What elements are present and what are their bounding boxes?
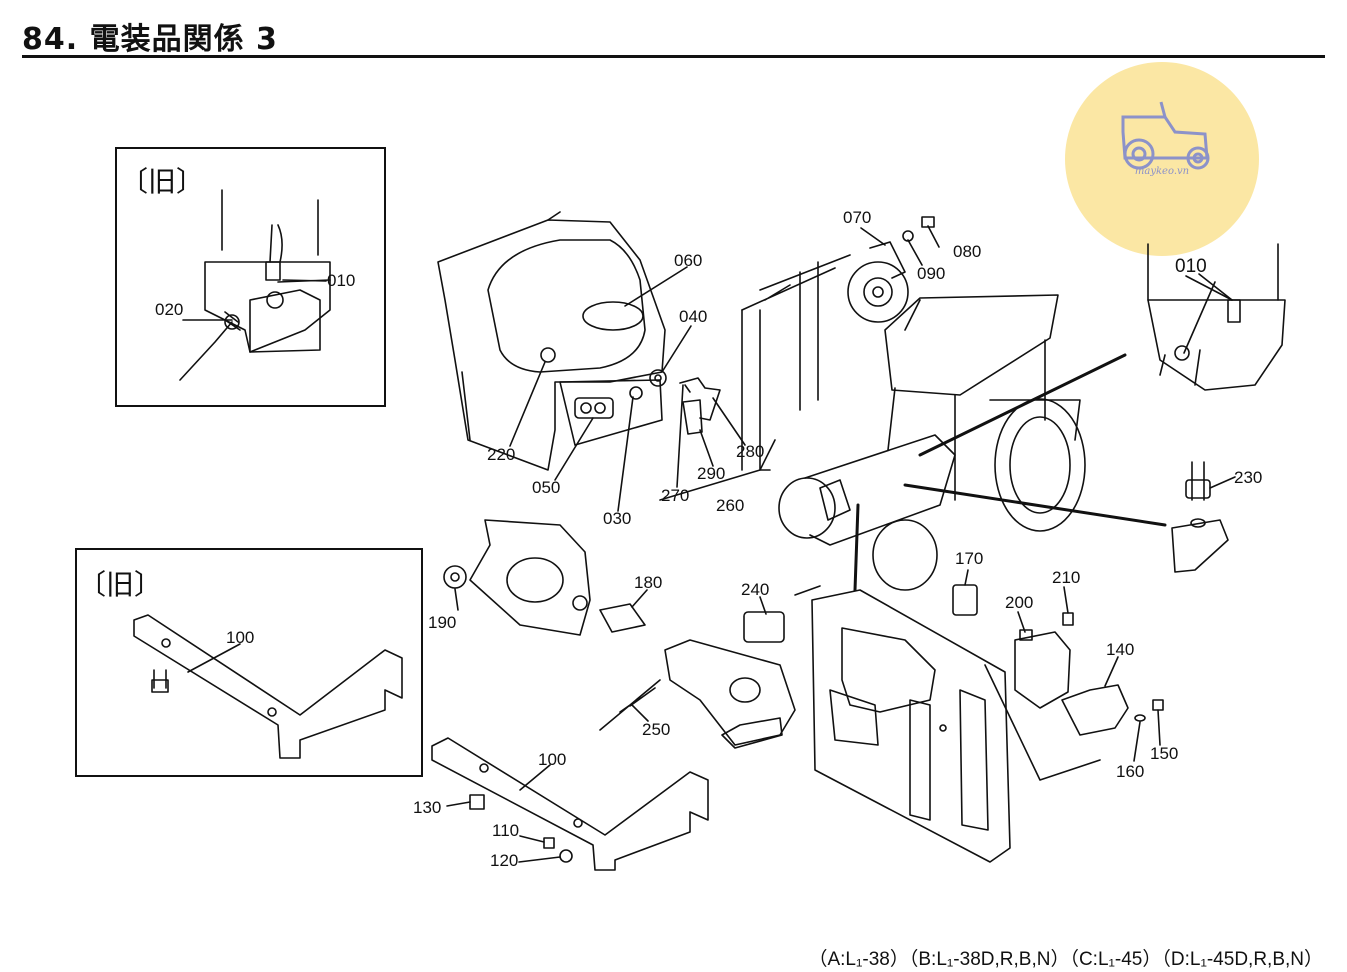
old-part-inset-bottom [75,548,423,777]
callout-inset-020: 020 [155,300,184,319]
inset-bracket-100 [133,614,403,759]
relays-and-flasher [952,584,1164,781]
inset-top-label: 〔旧〕 [120,165,205,198]
title-divider [22,55,1325,58]
callout-inset-100: 100 [226,628,255,647]
callout-080: 080 [953,242,982,261]
callout-140: 140 [1106,640,1135,659]
tractor-drawing [778,294,1167,592]
callout-280: 280 [736,442,765,461]
callout-inset-010: 010 [327,271,356,290]
callout-290: 290 [697,464,726,483]
right-engine-sender [1147,243,1286,391]
callout-250: 250 [642,720,671,739]
loader-frame-horn [741,216,935,471]
inset-bottom-label: 〔旧〕 [78,568,163,601]
callout-050: 050 [532,478,561,497]
callout-150: 150 [1150,744,1179,763]
hood-dash [437,211,666,471]
callout-110: 110 [492,821,520,840]
callout-060: 060 [674,251,703,270]
governor-solenoid [599,585,821,749]
key-switch-parts [629,369,776,501]
panel-back-plate [811,589,1011,863]
page-title: 84. 電装品関係 3 [22,22,278,57]
callout-260: 260 [716,496,745,515]
callout-220: 220 [487,445,516,464]
callout-240: 240 [741,580,770,599]
callout-270: 270 [661,486,690,505]
watermark-logo: maykeo.vn [1065,62,1259,256]
tractor-icon [1121,101,1210,170]
callout-200: 200 [1005,593,1034,612]
bracket-100 [431,737,709,871]
callout-120: 120 [490,851,519,870]
callout-030: 030 [603,509,632,528]
old-part-inset-top [115,147,386,407]
callout-090: 090 [917,264,946,283]
callout-210: 210 [1052,568,1081,587]
solenoid-assembly [443,519,646,636]
callout-170: 170 [955,549,984,568]
callout-230: 230 [1234,468,1263,487]
leader-lines [182,225,1236,863]
callout-010-right: 010 [1175,256,1207,277]
callout-190: 190 [428,613,457,632]
callout-040: 040 [679,307,708,326]
callout-160: 160 [1116,762,1145,781]
callout-130: 130 [413,798,442,817]
oil-pressure-sensor [1171,461,1229,573]
watermark-text: maykeo.vn [1134,166,1190,177]
callout-180: 180 [634,573,663,592]
model-applicability-legend: （A:L₁-38）（B:L₁-38D,R,B,N）（C:L₁-45）（D:L₁-… [808,949,1323,970]
callout-070: 070 [843,208,872,227]
inset-engine-sender [179,189,331,381]
callout-100: 100 [538,750,567,769]
